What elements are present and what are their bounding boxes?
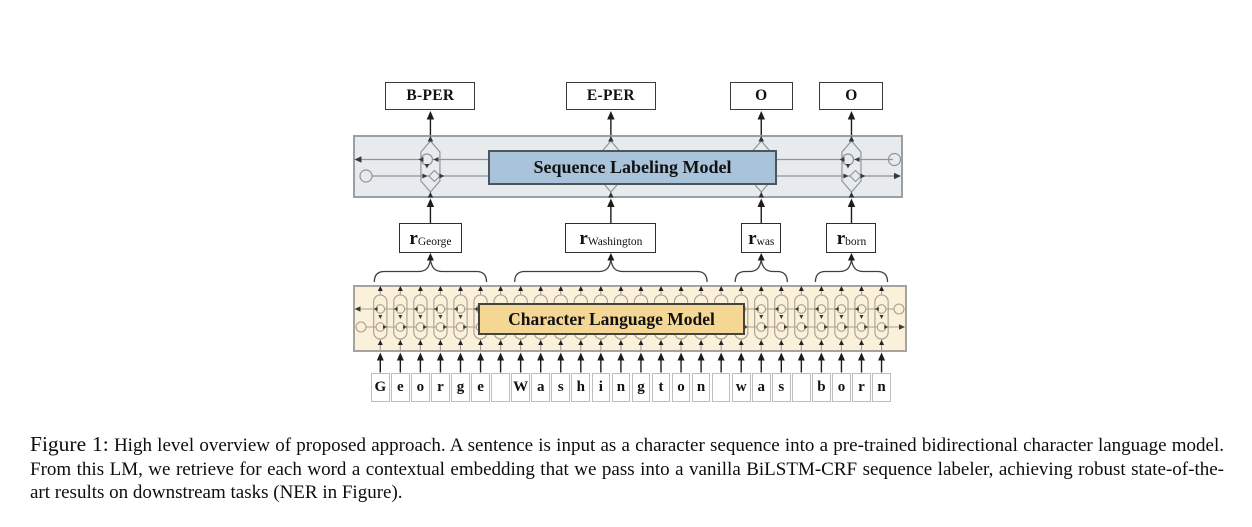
- word-brace: [734, 253, 788, 283]
- char-cell: b: [812, 373, 831, 402]
- char-cell: n: [872, 373, 891, 402]
- char-cell: w: [731, 373, 751, 402]
- char-cell: a: [751, 373, 771, 402]
- word-brace: [514, 253, 708, 283]
- char-cell: [711, 373, 731, 402]
- char-cell: s: [551, 373, 571, 402]
- embedding-symbol: r: [579, 227, 588, 249]
- word-brace: [814, 253, 889, 283]
- embedding-word-subscript: Washington: [587, 236, 643, 249]
- character-language-model-box: Character Language Model: [478, 303, 745, 335]
- char-cell: [792, 373, 811, 402]
- char-cell: t: [651, 373, 671, 402]
- embedding-word-subscript: was: [756, 236, 775, 249]
- embedding-symbol: r: [836, 227, 846, 249]
- char-cell: [491, 373, 510, 402]
- model-architecture-diagram: Sequence Labeling Model Character Langua…: [353, 82, 907, 402]
- embedding-symbol: r: [409, 227, 418, 249]
- figure-caption: Figure 1: High level overview of propose…: [30, 432, 1225, 505]
- word-brace: [373, 253, 488, 283]
- char-cell: o: [411, 373, 430, 402]
- figure-caption-label: Figure 1:: [30, 432, 109, 456]
- char-cell: g: [631, 373, 651, 402]
- char-cell: G: [370, 373, 390, 402]
- char-cell: o: [832, 373, 851, 402]
- label-box-b-per: B-PER: [385, 82, 476, 110]
- embedding-word-subscript: George: [417, 236, 452, 249]
- char-cell: W: [511, 373, 530, 402]
- char-cell: n: [691, 373, 711, 402]
- char-cell: n: [611, 373, 631, 402]
- sequence-labeling-model-box: Sequence Labeling Model: [488, 150, 777, 185]
- label-box-o: O: [819, 82, 884, 110]
- label-box-o: O: [729, 82, 793, 110]
- char-cell: o: [671, 373, 691, 402]
- char-cell: h: [571, 373, 591, 402]
- char-cell: a: [531, 373, 551, 402]
- embedding-symbol: r: [748, 227, 757, 249]
- diagram-connections: [354, 111, 905, 373]
- char-cell: r: [431, 373, 450, 402]
- embedding-word-subscript: born: [845, 236, 867, 249]
- char-cell: r: [852, 373, 871, 402]
- label-box-e-per: E-PER: [565, 82, 656, 110]
- character-language-model-label: Character Language Model: [508, 308, 715, 329]
- char-cell: s: [771, 373, 791, 402]
- char-cell: i: [591, 373, 611, 402]
- sequence-labeling-model-label: Sequence Labeling Model: [533, 157, 732, 177]
- char-cell: e: [471, 373, 490, 402]
- char-cell: e: [391, 373, 410, 402]
- char-cell: g: [451, 373, 470, 402]
- figure-caption-text: High level overview of proposed approach…: [30, 435, 1225, 503]
